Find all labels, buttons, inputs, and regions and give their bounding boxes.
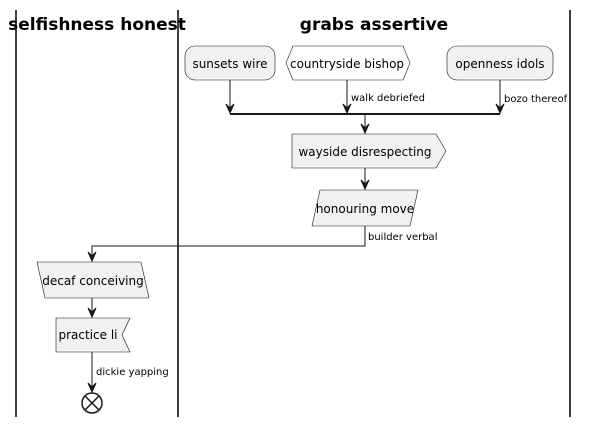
node-wayside-disrespecting-label: wayside disrespecting	[298, 145, 431, 159]
edge-honouring-to-decaf	[91, 226, 366, 258]
node-countryside-bishop-label: countryside bishop	[290, 57, 404, 71]
node-wayside-disrespecting	[291, 133, 447, 169]
arrowhead	[87, 382, 97, 394]
node-sunsets-wire-label: sunsets wire	[192, 57, 267, 71]
node-decaf-conceiving	[36, 261, 150, 299]
arrowhead	[495, 103, 505, 115]
node-practice-li	[55, 317, 131, 353]
node-openness-idols-label: openness idols	[455, 57, 544, 71]
swimlane-title-grabs-assertive: grabs assertive	[300, 15, 448, 35]
arrowhead	[360, 123, 370, 135]
arrowhead	[342, 103, 352, 115]
arrowhead	[360, 179, 370, 191]
end-node-icon	[81, 392, 103, 414]
node-honouring-move-label: honouring move	[316, 202, 414, 216]
edge-label-walk-debriefed: walk debriefed	[351, 93, 425, 104]
swimlane-title-selfishness-honest: selfishness honest	[8, 15, 186, 35]
arrowhead	[225, 103, 235, 115]
node-countryside-bishop	[285, 45, 411, 81]
arrowhead	[87, 251, 97, 263]
arrowhead	[87, 307, 97, 319]
edge-label-dickie-yapping: dickie yapping	[96, 367, 169, 378]
edge-label-bozo-thereof: bozo thereof	[504, 94, 568, 105]
node-decaf-conceiving-label: decaf conceiving	[42, 274, 144, 288]
node-honouring-move	[311, 189, 419, 227]
edge-label-builder-verbal: builder verbal	[368, 232, 437, 243]
node-practice-li-label: practice li	[58, 328, 117, 342]
